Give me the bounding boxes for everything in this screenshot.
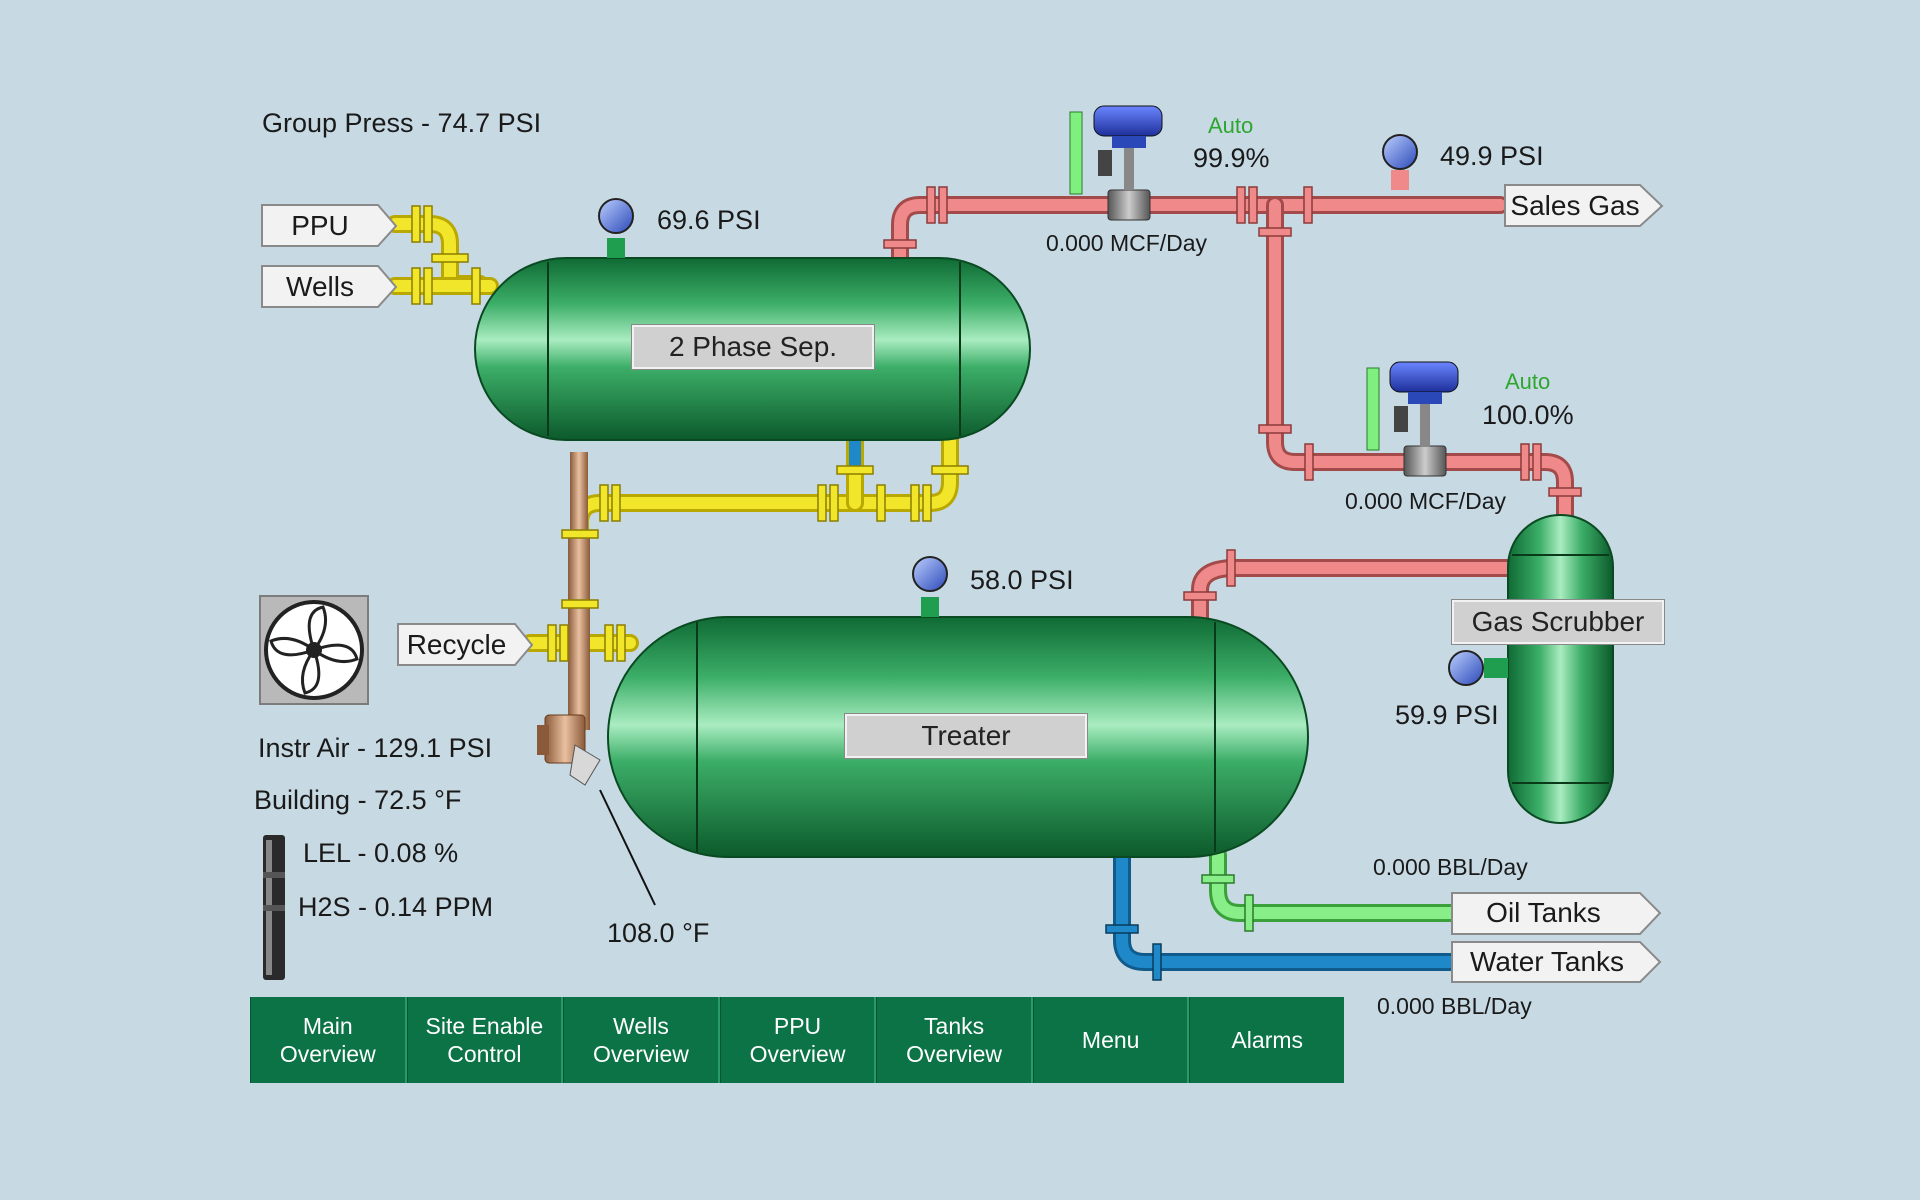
nav-site-enable-control-button[interactable]: Site Enable Control xyxy=(406,997,564,1083)
building-temp-readout: Building - 72.5 °F xyxy=(254,785,462,815)
sales-gas-tag[interactable]: Sales Gas xyxy=(1510,190,1640,221)
treater-pressure: 58.0 PSI xyxy=(970,565,1074,595)
nav-alarms-button[interactable]: Alarms xyxy=(1189,997,1344,1083)
scrubber-valve-mode: Auto xyxy=(1505,369,1551,394)
oil-tanks-tag[interactable]: Oil Tanks xyxy=(1486,897,1601,928)
scrubber-label[interactable]: Gas Scrubber xyxy=(1451,599,1665,645)
scrubber-valve-output: 100.0% xyxy=(1482,400,1574,430)
recycle-source-tag[interactable]: Recycle xyxy=(406,629,507,660)
nav-ppu-overview-button[interactable]: PPU Overview xyxy=(719,997,877,1083)
gauge-icon[interactable] xyxy=(912,556,948,617)
gauge-icon[interactable] xyxy=(1448,650,1508,686)
nav-tanks-overview-button[interactable]: Tanks Overview xyxy=(876,997,1033,1083)
control-valve-icon[interactable] xyxy=(1366,361,1459,477)
treater-temperature: 108.0 °F xyxy=(607,918,710,948)
nav-menu-button[interactable]: Menu xyxy=(1032,997,1190,1083)
scrubber-valve-flow: 0.000 MCF/Day xyxy=(1345,488,1507,514)
water-flow-readout: 0.000 BBL/Day xyxy=(1377,993,1532,1019)
nav-wells-overview-button[interactable]: Wells Overview xyxy=(563,997,720,1083)
nav-main-overview-button[interactable]: Main Overview xyxy=(250,997,407,1083)
water-tanks-tag[interactable]: Water Tanks xyxy=(1469,946,1625,977)
h2s-readout: H2S - 0.14 PPM xyxy=(298,892,494,922)
sales-line-pressure: 49.9 PSI xyxy=(1440,141,1544,171)
lel-readout: LEL - 0.08 % xyxy=(303,838,459,868)
outlet-pipes xyxy=(1113,846,1464,971)
gauge-icon[interactable] xyxy=(1382,134,1418,190)
heater-assembly xyxy=(537,452,656,906)
separator-pressure: 69.6 PSI xyxy=(657,205,761,235)
fan-icon[interactable] xyxy=(259,595,369,705)
tag-shapes xyxy=(261,184,1664,983)
gauge-icon[interactable] xyxy=(598,198,634,258)
scrubber-vessel[interactable] xyxy=(1507,514,1614,824)
flanges-outlets xyxy=(1105,874,1254,981)
group-press-readout: Group Press - 74.7 PSI xyxy=(262,108,542,138)
control-valve-icon[interactable] xyxy=(1069,105,1163,221)
instr-air-readout: Instr Air - 129.1 PSI xyxy=(258,733,493,763)
oil-flow-readout: 0.000 BBL/Day xyxy=(1373,854,1528,880)
nav-bar: Main Overview Site Enable Control Wells … xyxy=(250,997,1344,1083)
wells-source-tag[interactable]: Wells xyxy=(286,271,354,302)
separator-label[interactable]: 2 Phase Sep. xyxy=(631,324,875,370)
sales-valve-flow: 0.000 MCF/Day xyxy=(1046,230,1208,256)
treater-label[interactable]: Treater xyxy=(844,713,1088,759)
sales-valve-output: 99.9% xyxy=(1193,143,1270,173)
gas-detector-icon xyxy=(263,835,285,980)
scrubber-pressure: 59.9 PSI xyxy=(1395,700,1499,730)
flanges-red xyxy=(883,186,1582,601)
ppu-source-tag[interactable]: PPU xyxy=(291,210,349,241)
flanges-yellow xyxy=(411,205,969,662)
sales-valve-mode: Auto xyxy=(1208,113,1254,138)
